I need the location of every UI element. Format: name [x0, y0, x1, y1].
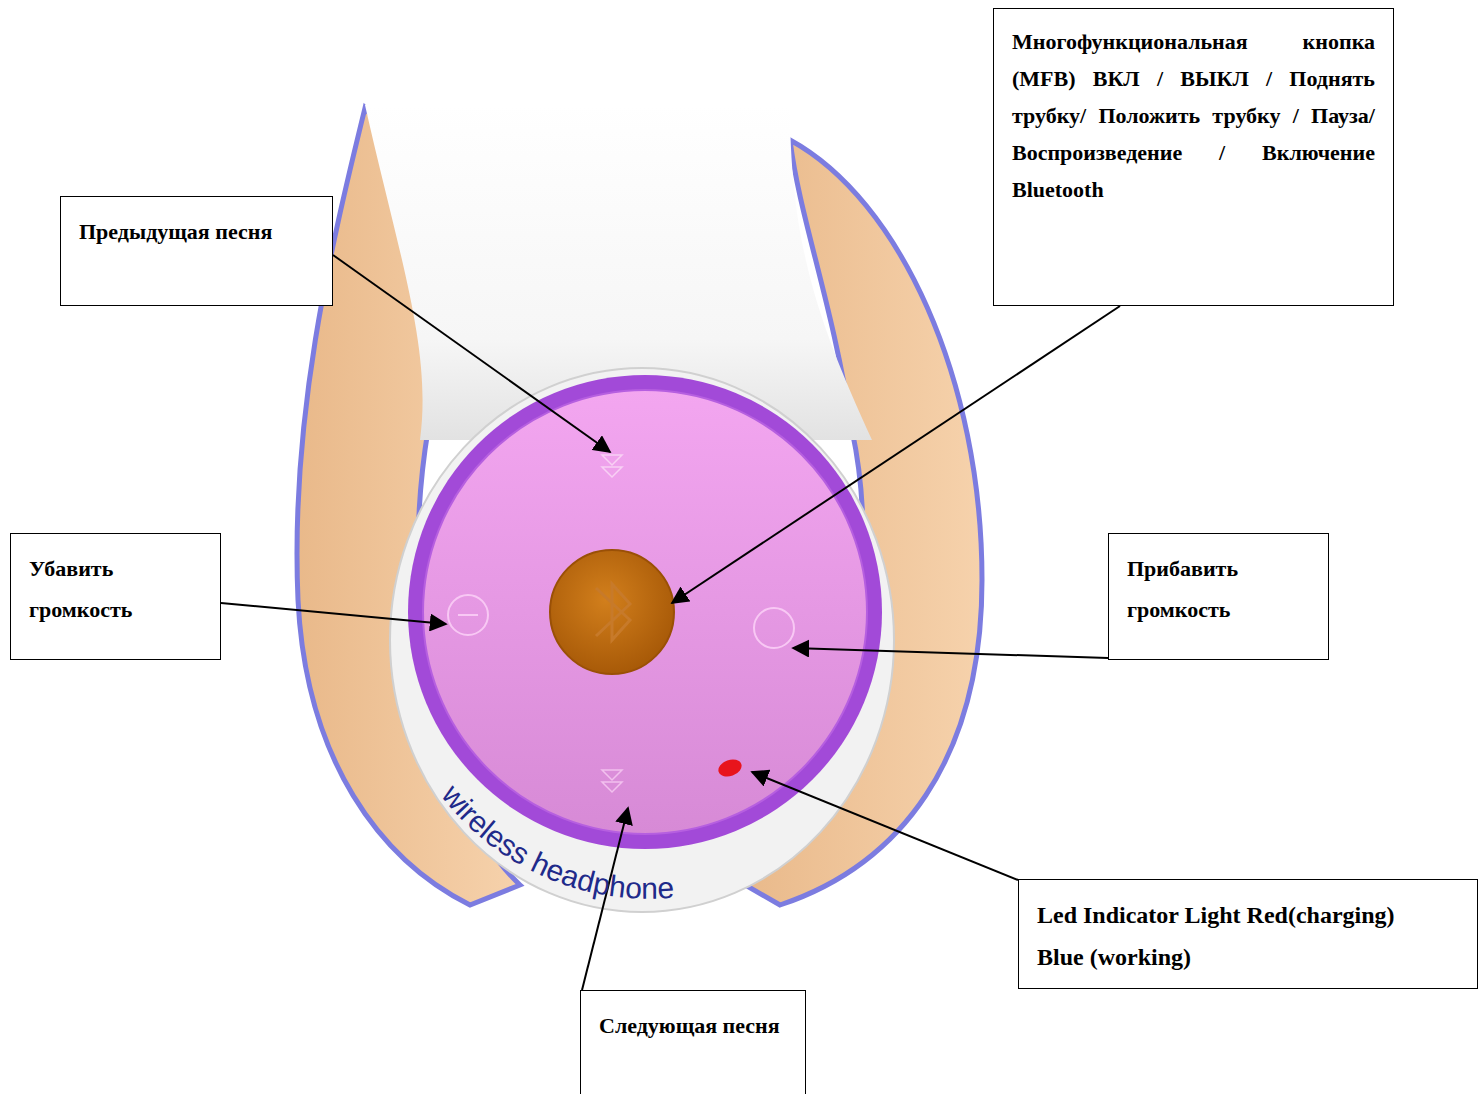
callout-box: Прибавить громкость — [1108, 533, 1329, 660]
callout-text: Следующая песня — [599, 1005, 787, 1046]
callout-text: Led Indicator Light Red(charging) Blue (… — [1037, 894, 1409, 978]
callout-box: Многофункциональная кнопка (MFB) ВКЛ / В… — [993, 8, 1394, 306]
callout-text: Прибавить громкость — [1127, 548, 1310, 630]
callout-text: Предыдущая песня — [79, 211, 314, 252]
callout-box: Led Indicator Light Red(charging) Blue (… — [1018, 879, 1478, 989]
callout-box: Убавить громкость — [10, 533, 221, 660]
brand-text: wireless headphone — [435, 777, 675, 905]
callout-text: Убавить громкость — [29, 548, 202, 630]
callout-box: Предыдущая песня — [60, 196, 333, 306]
callout-box: Следующая песня — [580, 990, 806, 1094]
callout-text: Многофункциональная кнопка (MFB) ВКЛ / В… — [1012, 23, 1375, 208]
